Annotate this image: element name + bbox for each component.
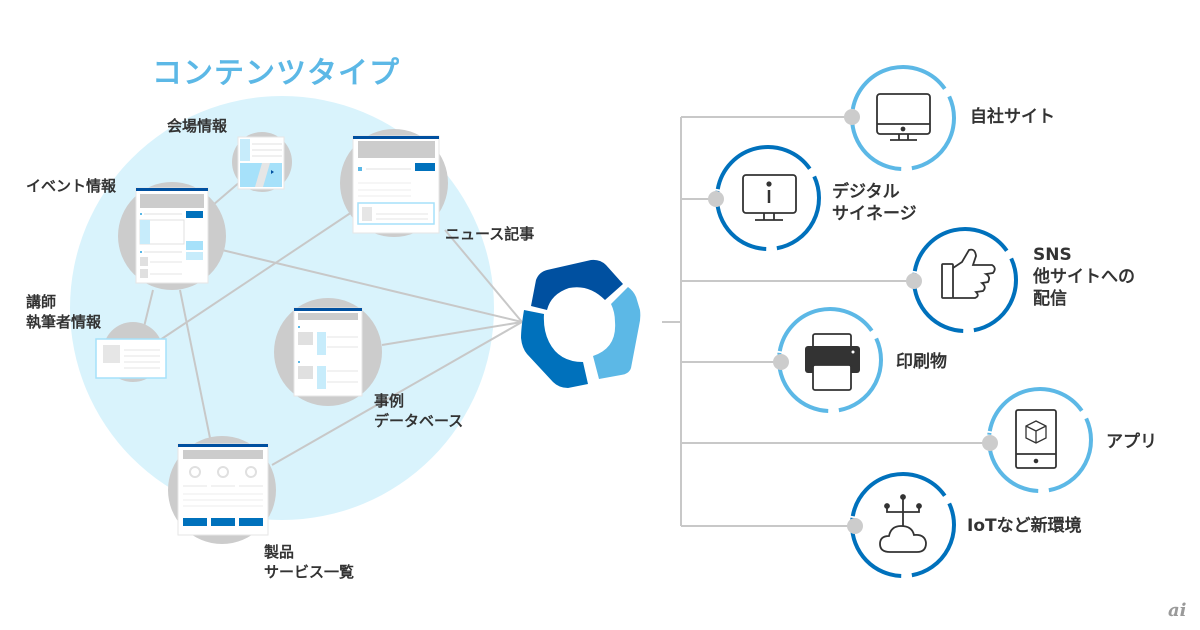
channel-ring-own-site[interactable]	[850, 65, 956, 171]
connector-speaker-news	[159, 209, 356, 341]
node-product[interactable]	[168, 436, 276, 544]
ring-segment	[912, 227, 1009, 272]
watermark-logo: ai	[1168, 600, 1187, 621]
ring-segment	[850, 65, 947, 110]
ring-segment	[715, 145, 812, 190]
channel-ring-iot[interactable]	[850, 472, 956, 578]
connector-event-hub	[221, 249, 523, 323]
connector-news-hub	[444, 229, 523, 323]
ring-segment	[850, 472, 947, 517]
channel-label-sns: SNS 他サイトへの 配信	[1033, 245, 1135, 309]
channel-label-iot: IoTなど新環境	[967, 516, 1082, 536]
ring-segment	[911, 502, 956, 578]
connector-case-hub	[381, 321, 523, 346]
tablet-cube-icon	[1015, 409, 1057, 469]
ring-segment	[911, 95, 956, 171]
ring-segment	[912, 279, 964, 333]
connector-product-hub	[271, 321, 523, 466]
label-venue: 会場情報	[167, 117, 228, 135]
channel-label-app: アプリ	[1106, 432, 1157, 452]
connector-dots	[708, 109, 998, 534]
label-speaker: 講師 執筆者情報	[26, 293, 102, 331]
node-event[interactable]	[118, 182, 226, 290]
hub-logo-icon[interactable]	[521, 259, 641, 388]
node-speaker[interactable]	[95, 322, 167, 382]
ring-segment	[987, 387, 1084, 432]
cloud-network-icon	[879, 494, 927, 553]
ring-segment	[776, 175, 821, 251]
connector-event-product	[179, 289, 211, 439]
ring-segment	[715, 197, 767, 251]
ring-segment	[777, 307, 874, 352]
ring-segment	[850, 117, 902, 171]
channel-ring-app[interactable]	[987, 387, 1093, 493]
ring-segment	[838, 337, 883, 413]
printer-icon	[805, 333, 860, 391]
label-case: 事例 データベース	[374, 392, 464, 430]
ring-segment	[1048, 417, 1093, 493]
label-event: イベント情報	[26, 177, 117, 195]
label-product: 製品 サービス一覧	[264, 543, 355, 581]
ring-segment	[973, 257, 1018, 333]
node-venue[interactable]	[232, 132, 292, 192]
desktop-monitor-icon	[876, 93, 931, 141]
channel-connections	[662, 116, 990, 527]
label-news: ニュース記事	[445, 225, 535, 243]
channel-ring-sns[interactable]	[912, 227, 1018, 333]
channel-label-print: 印刷物	[896, 352, 947, 372]
thumbs-up-icon	[941, 248, 996, 299]
ring-segment	[850, 524, 902, 578]
channel-label-own-site: 自社サイト	[970, 107, 1055, 127]
node-news[interactable]	[340, 129, 448, 237]
node-case[interactable]	[274, 298, 382, 406]
channel-ring-signage[interactable]	[715, 145, 821, 251]
info-monitor-icon	[742, 174, 797, 221]
page-title: コンテンツタイプ	[152, 56, 400, 91]
channel-label-signage: デジタル サイネージ	[832, 182, 917, 224]
